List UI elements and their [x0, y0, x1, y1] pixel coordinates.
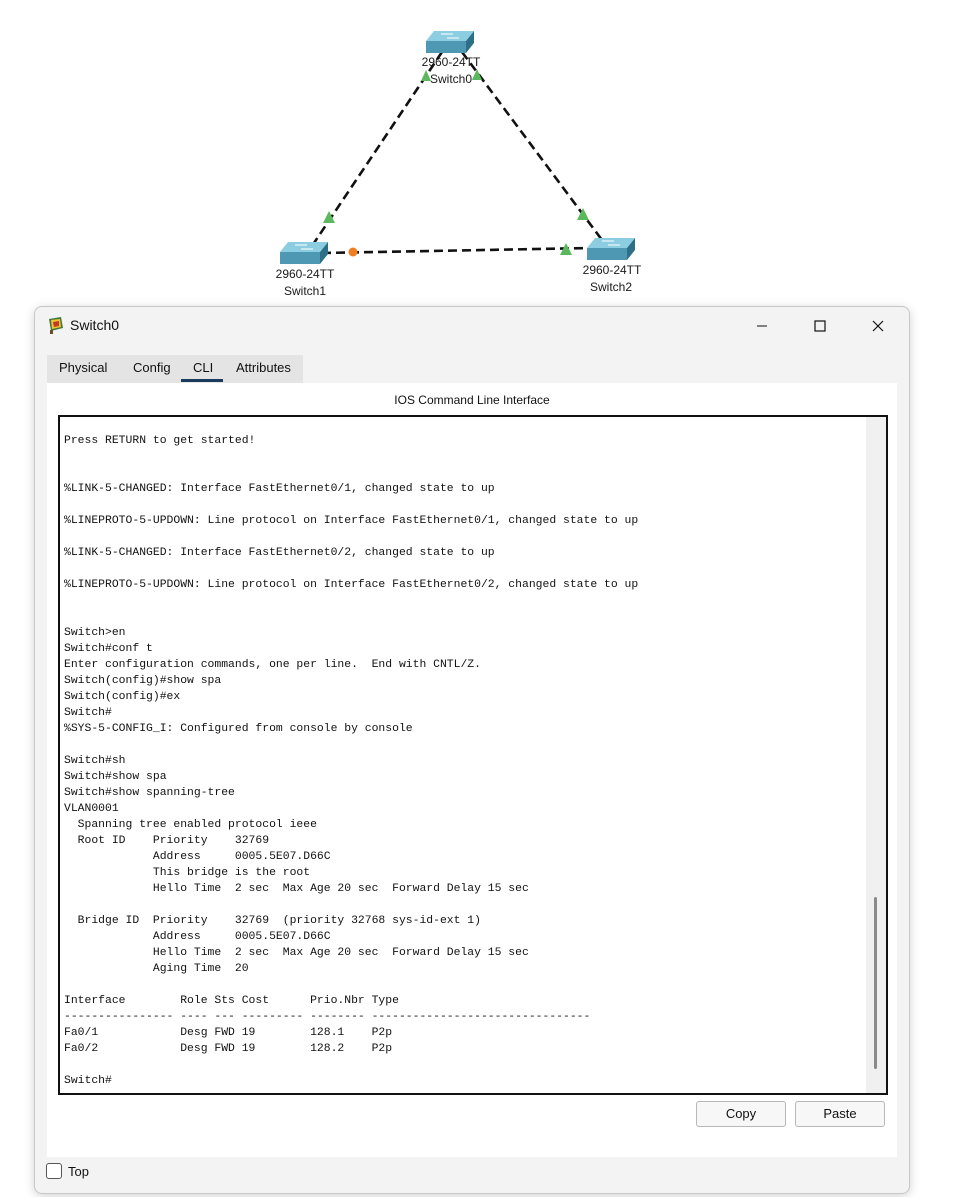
- console-line: %SYS-5-CONFIG_I: Configured from console…: [64, 723, 413, 735]
- console-line: Hello Time 2 sec Max Age 20 sec Forward …: [64, 947, 529, 959]
- console-line: This bridge is the root: [64, 867, 311, 879]
- console-line: Switch#: [64, 707, 112, 719]
- top-checkbox-label: Top: [68, 1164, 89, 1179]
- console-line: Enter configuration commands, one per li…: [64, 659, 481, 671]
- console-output[interactable]: Press RETURN to get started! %LINK-5-CHA…: [64, 433, 638, 1089]
- console-line: [64, 561, 638, 577]
- console-line: VLAN0001: [64, 803, 119, 815]
- link-switch1-switch2[interactable]: [321, 246, 593, 255]
- switch2-device[interactable]: 2960-24TT Switch2: [583, 238, 642, 294]
- close-button[interactable]: [855, 311, 901, 341]
- tab-cli[interactable]: CLI: [193, 360, 214, 375]
- console-line: Spanning tree enabled protocol ieee: [64, 819, 317, 831]
- console-line: Switch#sh: [64, 755, 126, 767]
- switch0-name-label: Switch0: [430, 72, 472, 86]
- console-line: [64, 609, 638, 625]
- console-line: Press RETURN to get started!: [64, 435, 256, 447]
- switch2-name-label: Switch2: [590, 280, 632, 294]
- console-line: Switch#show spa: [64, 771, 167, 783]
- port-up-indicator: [472, 69, 482, 80]
- switch2-model-label: 2960-24TT: [583, 263, 642, 277]
- console-line: [64, 897, 638, 913]
- console-line: Switch(config)#ex: [64, 691, 181, 703]
- console-line: Switch>en: [64, 627, 126, 639]
- window-title: Switch0: [70, 317, 120, 333]
- console-line: Fa0/2 Desg FWD 19 128.2 P2p: [64, 1043, 393, 1055]
- port-up-indicator: [560, 243, 572, 255]
- copy-button[interactable]: Copy: [696, 1101, 786, 1127]
- console-line: [64, 977, 638, 993]
- close-icon: [872, 320, 884, 332]
- scrollbar[interactable]: [866, 417, 886, 1093]
- console-line: %LINK-5-CHANGED: Interface FastEthernet0…: [64, 547, 495, 559]
- maximize-icon: [814, 320, 826, 332]
- maximize-button[interactable]: [797, 311, 843, 341]
- minimize-icon: [757, 325, 767, 327]
- console-line: Address 0005.5E07.D66C: [64, 851, 331, 863]
- console-line: Switch(config)#show spa: [64, 675, 222, 687]
- switch-arrows-icon: [602, 240, 620, 246]
- minimize-button[interactable]: [739, 311, 785, 341]
- console-line: %LINK-5-CHANGED: Interface FastEthernet0…: [64, 483, 495, 495]
- switch1-model-label: 2960-24TT: [276, 267, 335, 281]
- console-line: %LINEPROTO-5-UPDOWN: Line protocol on In…: [64, 579, 639, 591]
- port-blocking-indicator: [348, 247, 358, 257]
- console-line: Address 0005.5E07.D66C: [64, 931, 331, 943]
- console-line: [64, 449, 638, 465]
- tab-attributes[interactable]: Attributes: [236, 360, 291, 375]
- tab-config[interactable]: Config: [133, 360, 171, 375]
- console-line: Switch#: [64, 1075, 112, 1087]
- packet-tracer-device-icon: [49, 317, 63, 334]
- scrollbar-thumb[interactable]: [874, 897, 877, 1069]
- console-line: [64, 1057, 638, 1073]
- console-line: [64, 529, 638, 545]
- top-checkbox[interactable]: [46, 1163, 62, 1179]
- console-line: Fa0/1 Desg FWD 19 128.1 P2p: [64, 1027, 393, 1039]
- console-line: Interface Role Sts Cost Prio.Nbr Type: [64, 995, 399, 1007]
- port-up-indicator: [323, 211, 335, 223]
- console-line: %LINEPROTO-5-UPDOWN: Line protocol on In…: [64, 515, 639, 527]
- switch0-model-label: 2960-24TT: [422, 55, 481, 69]
- console-line: Switch#conf t: [64, 643, 153, 655]
- switch-arrows-icon: [295, 244, 313, 250]
- console-line: ---------------- ---- --- --------- ----…: [64, 1011, 591, 1023]
- tab-bar: Physical Config CLI Attributes: [47, 355, 303, 383]
- port-up-indicator: [421, 70, 431, 81]
- switch1-name-label: Switch1: [284, 284, 326, 298]
- console-line: [64, 465, 638, 481]
- paste-button[interactable]: Paste: [795, 1101, 885, 1127]
- device-window: Switch0 Physical Config CLI Attributes I…: [34, 306, 910, 1194]
- switch-arrows-icon: [441, 33, 459, 39]
- console-line: Root ID Priority 32769: [64, 835, 270, 847]
- switch1-device[interactable]: 2960-24TT Switch1: [276, 242, 335, 298]
- console-line: Hello Time 2 sec Max Age 20 sec Forward …: [64, 883, 529, 895]
- title-bar[interactable]: Switch0: [35, 307, 909, 345]
- cli-heading: IOS Command Line Interface: [394, 393, 550, 407]
- switch0-device[interactable]: 2960-24TT Switch0: [422, 31, 481, 86]
- console-line: Switch#show spanning-tree: [64, 787, 235, 799]
- link-switch0-switch1[interactable]: [312, 51, 444, 244]
- console-line: [64, 737, 638, 753]
- tab-physical[interactable]: Physical: [59, 360, 108, 375]
- cli-terminal[interactable]: Press RETURN to get started! %LINK-5-CHA…: [58, 415, 888, 1095]
- console-line: Bridge ID Priority 32769 (priority 32768…: [64, 915, 481, 927]
- console-line: Aging Time 20: [64, 963, 249, 975]
- cli-panel: IOS Command Line Interface Press RETURN …: [47, 383, 897, 1157]
- console-line: [64, 593, 638, 609]
- console-line: [64, 497, 638, 513]
- active-tab-indicator: [181, 379, 223, 382]
- topology-canvas: 2960-24TT Switch0 2960-24TT Switch1 2960…: [276, 31, 642, 298]
- port-up-indicator: [577, 208, 589, 220]
- link-switch0-switch2[interactable]: [460, 51, 604, 241]
